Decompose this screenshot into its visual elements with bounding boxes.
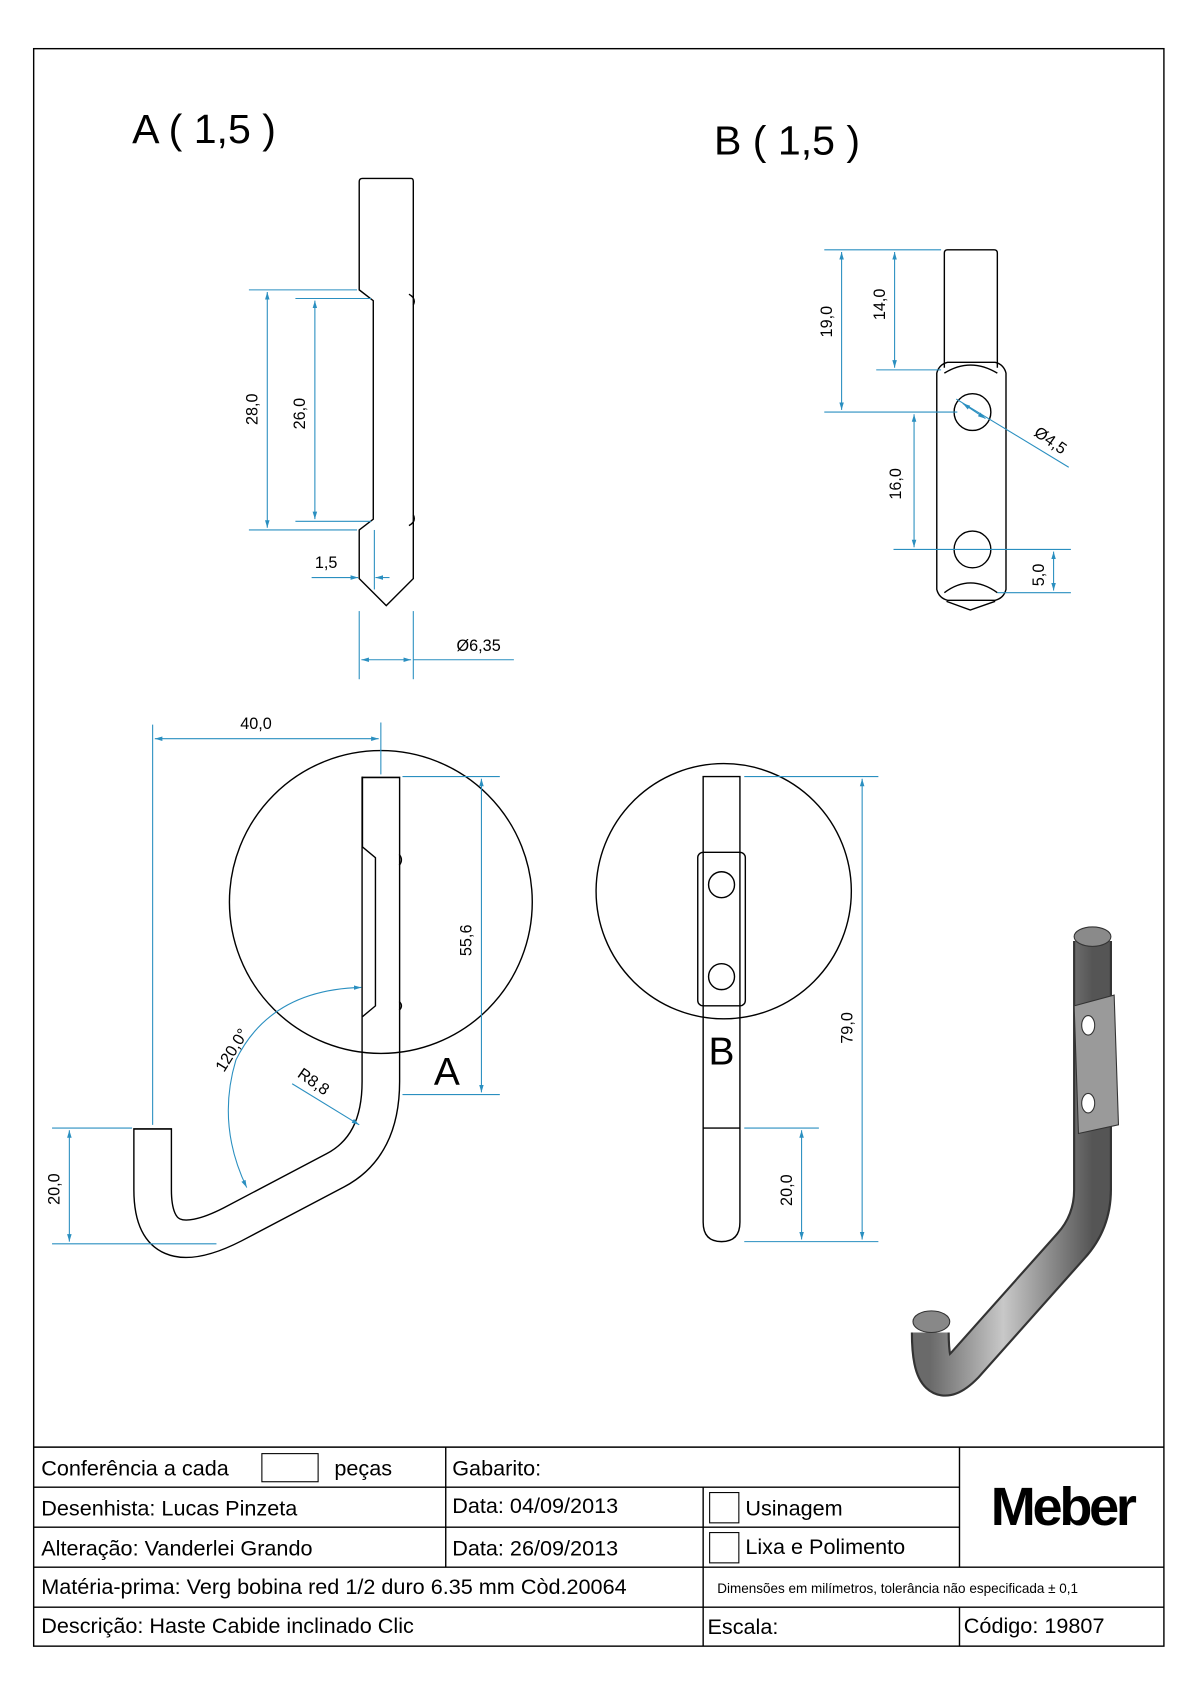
isometric-render bbox=[910, 926, 1120, 1397]
dim-19: 19,0 bbox=[818, 306, 836, 338]
materia-prima: Matéria-prima: Verg bobina red 1/2 duro … bbox=[41, 1574, 626, 1599]
dim-28: 28,0 bbox=[244, 393, 262, 425]
data-desenho: Data: 04/09/2013 bbox=[452, 1493, 618, 1518]
tolerancia-note: Dimensões em milímetros, tolerância não … bbox=[717, 1581, 1078, 1596]
dim-55-6: 55,6 bbox=[458, 925, 476, 957]
detail-b-title: B ( 1,5 ) bbox=[714, 118, 860, 164]
desenhista: Desenhista: Lucas Pinzeta bbox=[41, 1495, 298, 1520]
dim-radius: R8,8 bbox=[294, 1065, 332, 1099]
usinagem-checkbox[interactable] bbox=[709, 1492, 740, 1524]
conferencia-label: Conferência a cada bbox=[41, 1455, 230, 1480]
dim-diameter-635: Ø6,35 bbox=[457, 637, 501, 655]
pecas-label: peças bbox=[334, 1455, 392, 1480]
detail-a-title: A ( 1,5 ) bbox=[132, 106, 276, 152]
detail-b-view: 19,0 14,0 16,0 5,0 Ø4,5 bbox=[818, 249, 1071, 611]
drawing-frame bbox=[32, 47, 1165, 1647]
detail-marker-b: B bbox=[709, 1030, 735, 1073]
lixa-checkbox[interactable] bbox=[709, 1532, 740, 1564]
dim-26: 26,0 bbox=[291, 398, 309, 430]
gabarito-label: Gabarito: bbox=[452, 1455, 541, 1480]
detail-circle-b bbox=[595, 762, 853, 1020]
data-alteracao: Data: 26/09/2013 bbox=[452, 1535, 618, 1560]
detail-marker-a: A bbox=[434, 1051, 460, 1094]
alteracao: Alteração: Vanderlei Grando bbox=[41, 1535, 312, 1560]
dim-16: 16,0 bbox=[887, 468, 905, 500]
dim-79: 79,0 bbox=[838, 1012, 856, 1044]
title-block bbox=[33, 1446, 1164, 1647]
side-view: B 79,0 20,0 bbox=[595, 762, 879, 1243]
dim-1-5: 1,5 bbox=[315, 554, 338, 572]
front-view: A 40,0 55,6 20,0 120,0° R8,8 bbox=[46, 715, 533, 1259]
conferencia-input[interactable] bbox=[261, 1453, 319, 1483]
usinagem-label: Usinagem bbox=[745, 1495, 842, 1520]
lixa-label: Lixa e Polimento bbox=[745, 1534, 905, 1559]
dim-diameter-45: Ø4,5 bbox=[1031, 423, 1070, 458]
company-logo: Meber bbox=[991, 1477, 1137, 1537]
dim-20-side: 20,0 bbox=[778, 1174, 796, 1206]
descricao: Descrição: Haste Cabide inclinado Clic bbox=[41, 1613, 414, 1638]
dim-20-front: 20,0 bbox=[46, 1173, 64, 1205]
escala-label: Escala: bbox=[707, 1614, 778, 1639]
dim-14: 14,0 bbox=[871, 289, 889, 321]
dim-angle-120: 120,0° bbox=[212, 1026, 252, 1075]
detail-a-view: 28,0 26,0 1,5 Ø6,35 bbox=[244, 177, 514, 680]
codigo: Código: 19807 bbox=[964, 1613, 1105, 1638]
dim-5: 5,0 bbox=[1030, 564, 1048, 587]
dim-40: 40,0 bbox=[240, 715, 272, 733]
